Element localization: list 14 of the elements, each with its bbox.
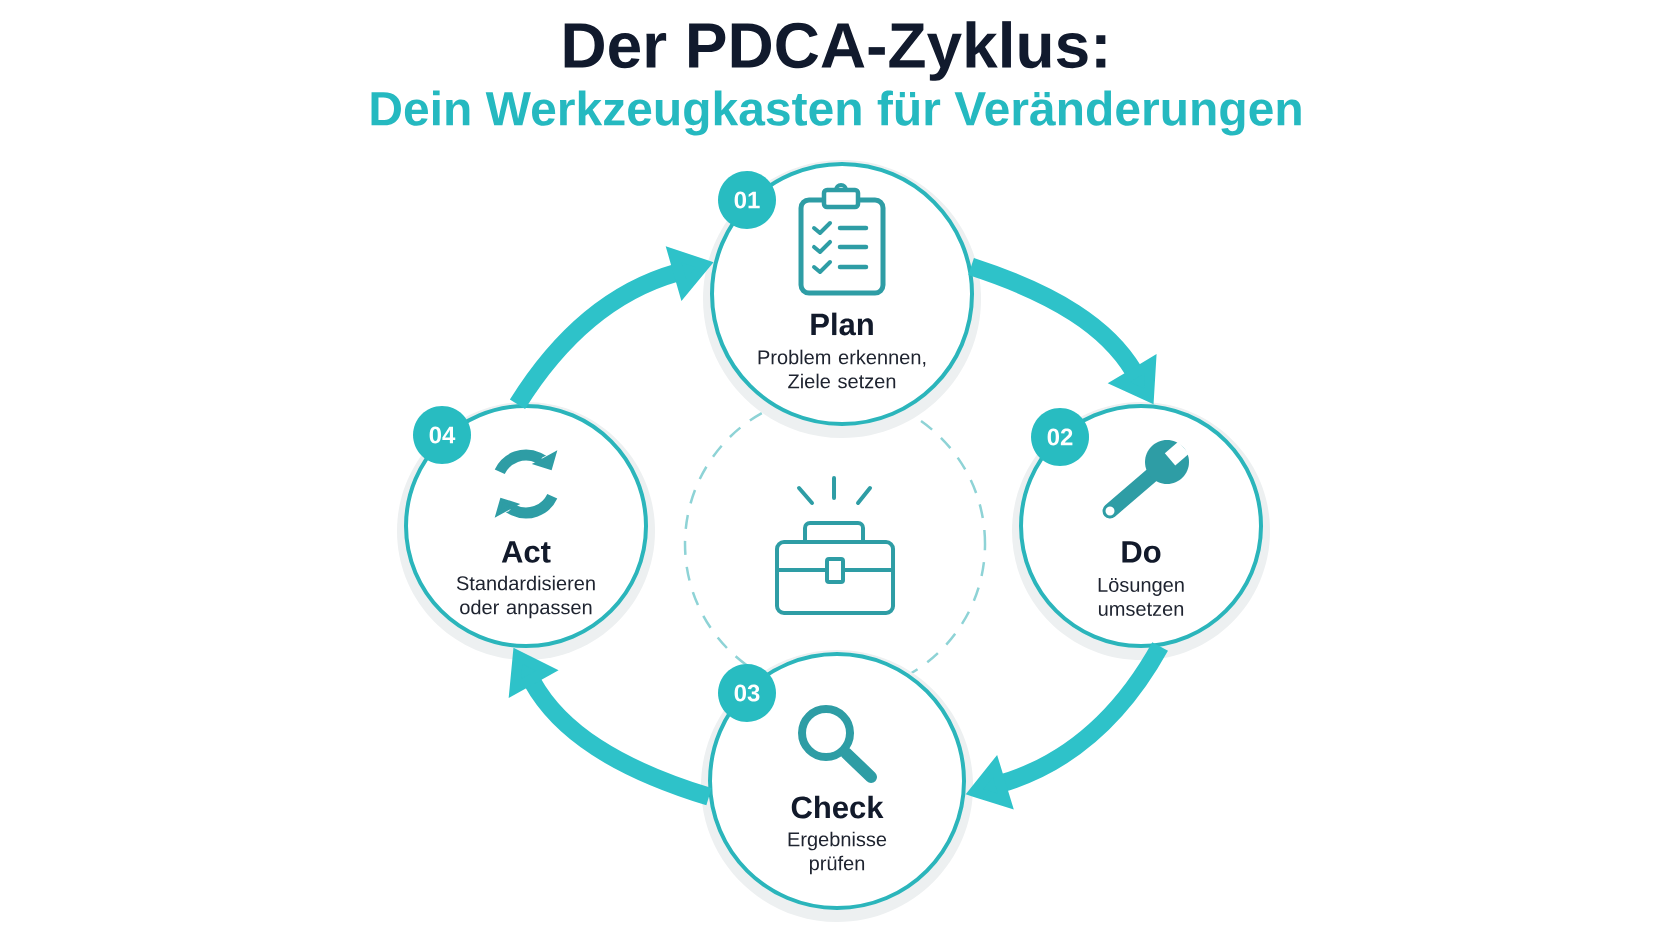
step-circle	[1012, 402, 1270, 660]
step-description: Lösungen umsetzen	[1098, 578, 1184, 616]
step-circle	[701, 650, 973, 922]
step-circle	[397, 402, 655, 660]
step-description: Ergebnisse prüfen	[788, 831, 887, 875]
step-title: Plan	[811, 312, 873, 336]
title: Der PDCA-Zyklus:	[564, 21, 1106, 81]
step-circle	[703, 160, 981, 438]
step-description: Problem erkennen, Ziele setzen	[758, 349, 926, 389]
step-title: Act	[501, 541, 551, 563]
step-title: Check	[791, 795, 884, 819]
subtitle: Dein Werkzeugkasten für Veränderungen	[371, 90, 1301, 136]
step-title: Do	[1122, 541, 1161, 563]
step-description: Standardisieren oder anpassen	[456, 575, 595, 619]
